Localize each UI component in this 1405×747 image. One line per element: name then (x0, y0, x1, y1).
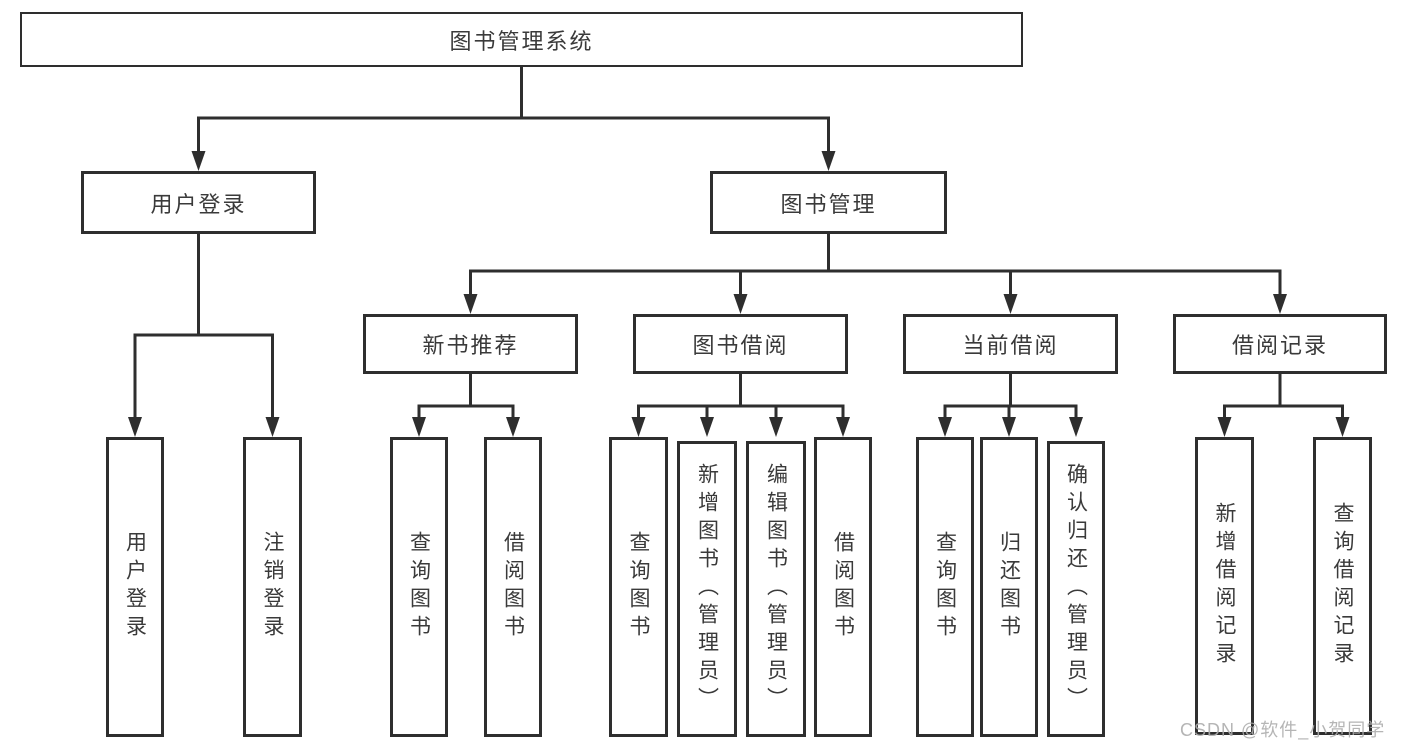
leaf-borrow-books-recommend: 借阅图书 (484, 437, 542, 737)
csdn-watermark: CSDN @软件_小贺同学 (1180, 720, 1386, 740)
node-user-login: 用户登录 (81, 171, 316, 234)
leaf-query-books-recommend: 查询图书 (390, 437, 448, 737)
node-library-system: 图书管理系统 (20, 12, 1023, 67)
leaf-add-book-admin: 新增图书（管理员） (677, 441, 737, 737)
leaf-query-books-borrowing: 查询图书 (609, 437, 668, 737)
leaf-return-book: 归还图书 (980, 437, 1038, 737)
node-book-borrowing: 图书借阅 (633, 314, 848, 374)
leaf-query-borrow-record: 查询借阅记录 (1313, 437, 1372, 735)
leaf-confirm-return-admin: 确认归还（管理员） (1047, 441, 1105, 737)
node-borrowing-records: 借阅记录 (1173, 314, 1387, 374)
leaf-edit-book-admin: 编辑图书（管理员） (746, 441, 806, 737)
leaf-borrow-books-borrowing: 借阅图书 (814, 437, 872, 737)
leaf-user-login: 用户登录 (106, 437, 164, 737)
node-book-management: 图书管理 (710, 171, 947, 234)
leaf-logout: 注销登录 (243, 437, 302, 737)
node-current-borrowing: 当前借阅 (903, 314, 1118, 374)
node-new-book-recommend: 新书推荐 (363, 314, 578, 374)
leaf-query-books-current: 查询图书 (916, 437, 974, 737)
leaf-add-borrow-record: 新增借阅记录 (1195, 437, 1254, 735)
